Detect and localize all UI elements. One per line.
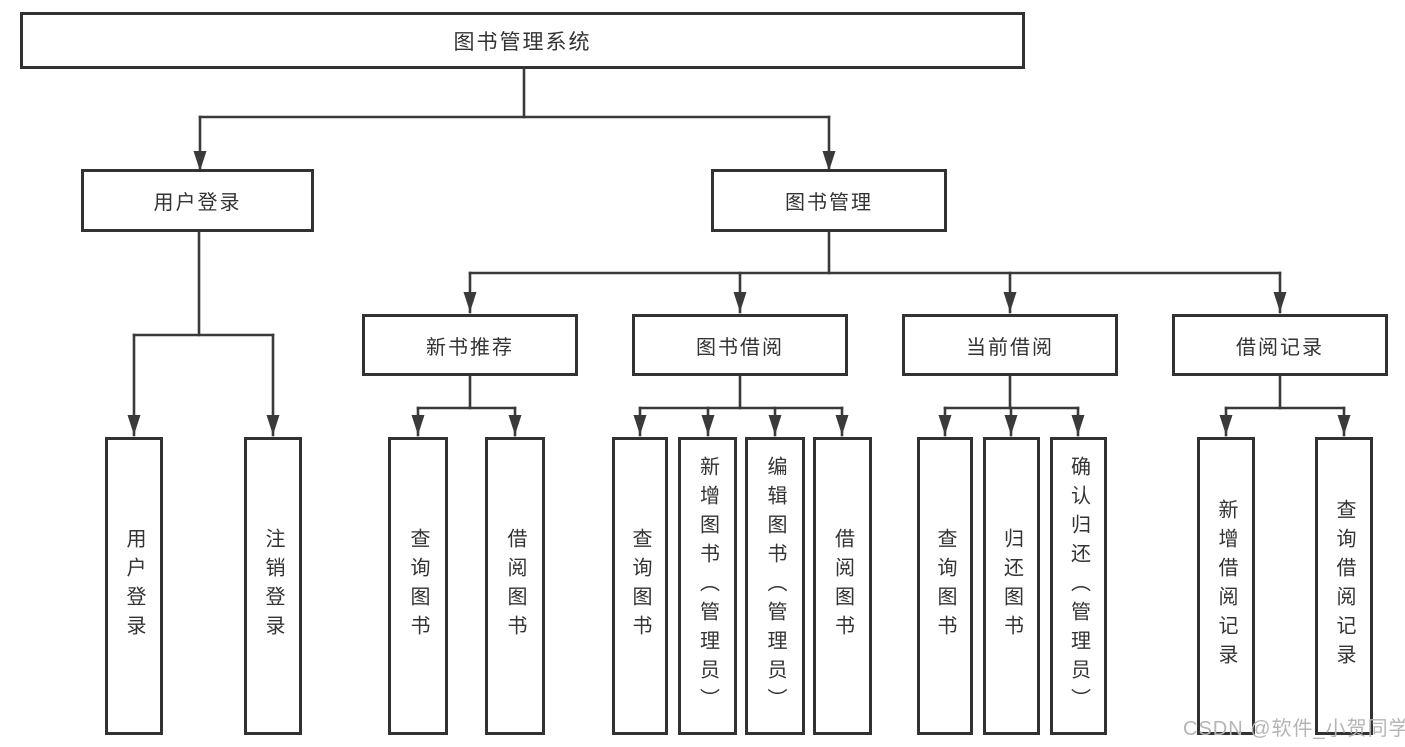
node-current-borrow: 当前借阅 xyxy=(902,314,1118,376)
node-borrow-records: 借阅记录 xyxy=(1172,314,1388,376)
csdn-watermark: CSDN @软件_小贺同学 xyxy=(1183,718,1405,740)
leaf-add-borrow-record: 新增借阅记录 xyxy=(1197,437,1255,735)
node-root-system: 图书管理系统 xyxy=(20,12,1025,69)
leaf-add-books-admin: 新增图书（管理员） xyxy=(678,437,737,735)
leaf-confirm-return-admin: 确认归还（管理员） xyxy=(1050,437,1107,735)
leaf-return-books: 归还图书 xyxy=(983,437,1040,735)
leaf-edit-books-admin: 编辑图书（管理员） xyxy=(745,437,805,735)
node-user-login: 用户登录 xyxy=(81,169,314,232)
leaf-query-borrow-record: 查询借阅记录 xyxy=(1315,437,1373,735)
leaf-logout: 注销登录 xyxy=(244,437,302,735)
leaf-query-books-3: 查询图书 xyxy=(917,437,973,735)
leaf-query-books-2: 查询图书 xyxy=(612,437,668,735)
node-book-borrow: 图书借阅 xyxy=(632,314,848,376)
node-book-management: 图书管理 xyxy=(711,169,947,232)
connector-group xyxy=(127,67,1351,437)
node-new-book-recommend: 新书推荐 xyxy=(362,314,578,376)
leaf-query-books-1: 查询图书 xyxy=(388,437,448,735)
leaf-borrow-books-1: 借阅图书 xyxy=(485,437,545,735)
leaf-borrow-books-2: 借阅图书 xyxy=(813,437,872,735)
leaf-user-login: 用户登录 xyxy=(105,437,163,735)
